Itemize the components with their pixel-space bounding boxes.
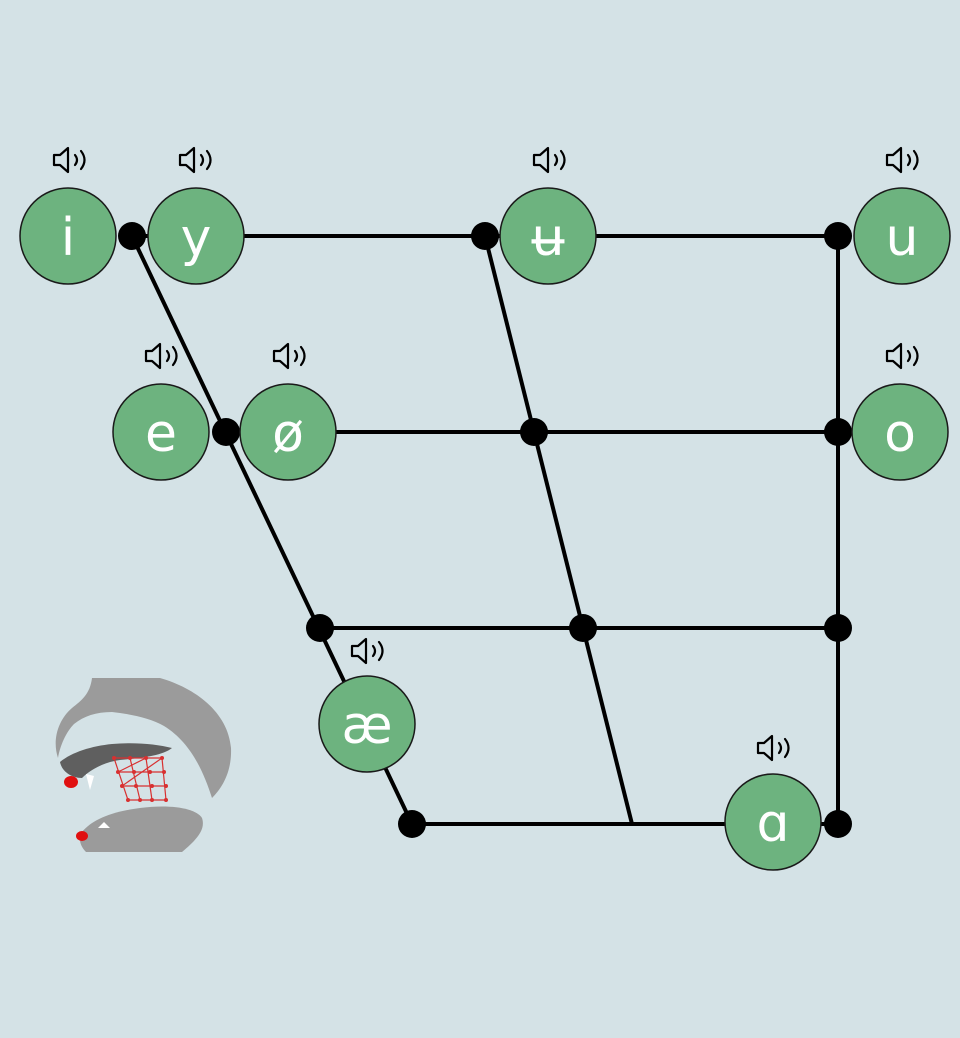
vowel-circle [724,773,822,871]
vowel-o-button[interactable]: o [851,383,949,481]
speaker-icon[interactable] [178,146,220,174]
vowel-circle [851,383,949,481]
vowel-script-a-button[interactable]: ɑ [724,773,822,871]
speaker-icon[interactable] [350,637,392,665]
vowel-e-button[interactable]: e [112,383,210,481]
vowel-symbol: y [181,208,212,268]
speaker-icon[interactable] [272,342,314,370]
grid-node [520,418,548,446]
grid-node [471,222,499,250]
vowel-symbol: u [886,208,919,268]
vowel-grid-nodes [118,222,852,838]
vowel-i-button[interactable]: i [19,187,117,285]
grid-node [824,614,852,642]
vowel-circle [239,383,337,481]
vowel-ae-button[interactable]: æ [318,675,416,773]
vowel-circle [853,187,951,285]
vowel-circle [147,187,245,285]
vowel-circle [19,187,117,285]
grid-node [569,614,597,642]
vowel-circle [499,187,597,285]
vowel-grid [130,234,840,826]
vowel-circle [318,675,416,773]
grid-node [824,222,852,250]
vowel-symbol: æ [341,696,392,756]
vocal-tract-icon [55,678,232,852]
speaker-icon[interactable] [885,342,927,370]
speaker-icon[interactable] [532,146,574,174]
grid-node [118,222,146,250]
vowel-bubbles: i y ʉ u e ø o æ ɑ [19,187,951,871]
vowel-symbol: ɑ [756,794,789,854]
vowel-symbol: i [61,208,75,268]
vowel-symbol: e [145,404,177,464]
grid-node [212,418,240,446]
vowel-symbol: ø [272,404,304,464]
vowel-symbol: o [884,404,916,464]
vowel-u-button[interactable]: u [853,187,951,285]
speaker-icon[interactable] [756,734,798,762]
audio-buttons [52,146,927,762]
vowel-circle [112,383,210,481]
grid-node [398,810,426,838]
grid-node [306,614,334,642]
vowel-barred-u-button[interactable]: ʉ [499,187,597,285]
speaker-icon[interactable] [885,146,927,174]
vowel-y-button[interactable]: y [147,187,245,285]
vowel-slashed-o-button[interactable]: ø [239,383,337,481]
grid-node [824,418,852,446]
grid-node [824,810,852,838]
speaker-icon[interactable] [144,342,186,370]
vowel-symbol: ʉ [532,208,565,268]
speaker-icon[interactable] [52,146,94,174]
grid-line [483,235,634,825]
